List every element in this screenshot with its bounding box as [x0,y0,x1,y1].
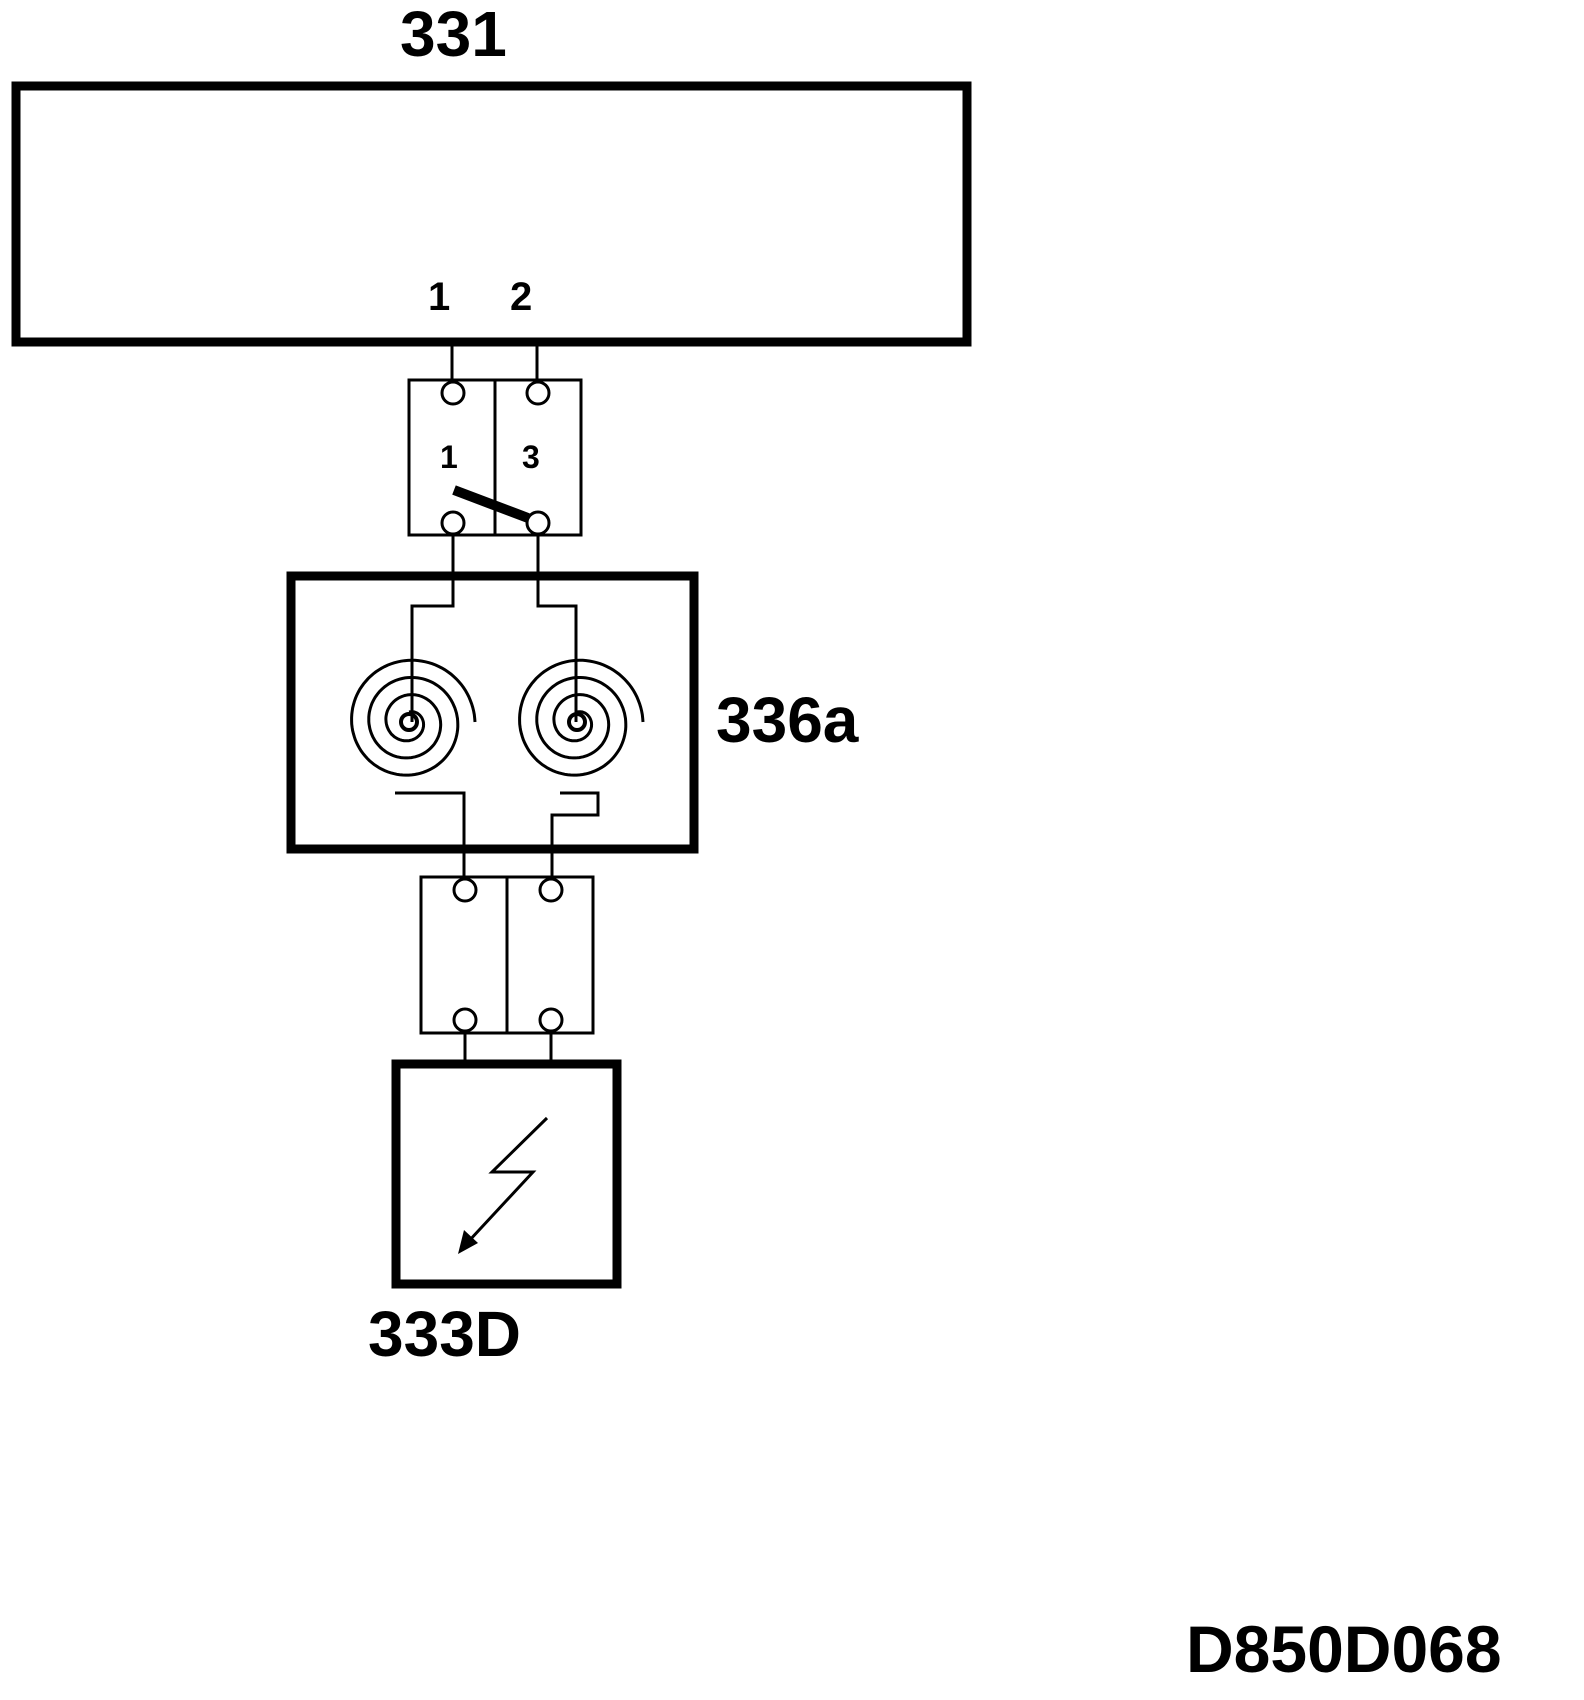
control-unit-pin-2: 2 [510,275,532,319]
control-unit-label: 331 [400,0,507,70]
drawing-reference: D850D068 [1186,1612,1502,1686]
spark-unit-box [391,1059,622,1289]
lightning-arrow-icon [458,1116,549,1254]
control-unit-pin-1: 1 [428,275,450,319]
coil-right-out [550,791,600,900]
spiral-coil-left-icon [350,658,477,777]
spark-unit-label: 333D [368,1298,521,1370]
connector-upper [407,378,583,537]
control-unit-box [11,81,972,347]
coil-right-feed [536,580,578,722]
connector-upper-pin-left: 1 [440,439,458,475]
connector-lower [419,875,595,1035]
coil-unit-box [286,571,699,854]
bridge-switch [452,485,530,523]
coil-unit-label: 336a [716,684,859,756]
coil-left-out [395,791,466,900]
connector-upper-pin-right: 3 [522,439,540,475]
spiral-coil-right-icon [518,658,645,777]
coil-left-feed [410,580,455,722]
